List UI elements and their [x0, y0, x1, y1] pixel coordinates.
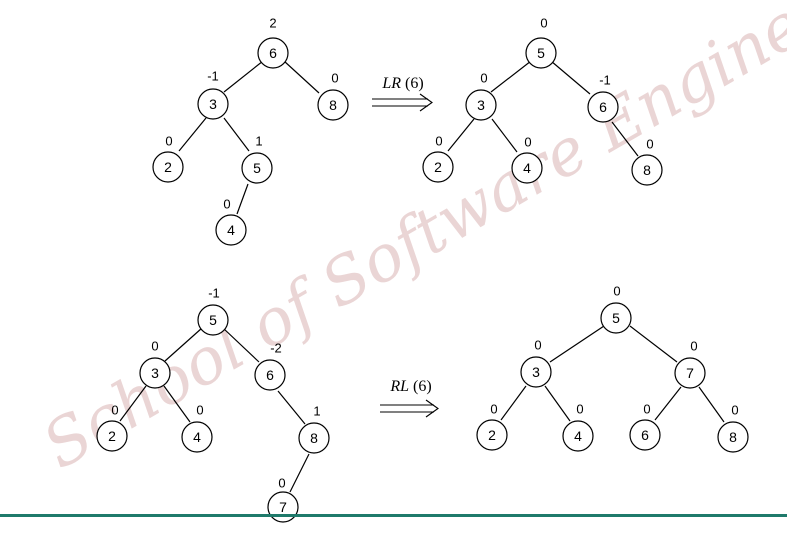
tree-node: 7 0	[674, 339, 706, 389]
tree-lr-after: 5 0 3 0 6 -1 2 0 4 0 8 0	[422, 16, 663, 186]
balance-factor: 0	[731, 403, 738, 418]
tree-node: 3 0	[465, 71, 497, 121]
node-value: 5	[537, 45, 545, 61]
tree-node: 8 0	[631, 137, 663, 186]
tree-node: 2 0	[96, 403, 128, 452]
balance-factor: 0	[223, 197, 230, 212]
balance-factor: -1	[208, 286, 220, 301]
node-value: 8	[729, 429, 737, 445]
balance-factor: -1	[599, 73, 611, 88]
balance-factor: 0	[435, 134, 442, 149]
balance-factor: 0	[534, 338, 541, 353]
balance-factor: 0	[111, 403, 118, 418]
lr-rotation-arrow: LR (6)	[372, 75, 433, 112]
tree-node: 6 2	[257, 16, 289, 69]
node-value: 2	[164, 159, 172, 175]
node-value: 5	[209, 312, 217, 328]
balance-factor: 0	[613, 284, 620, 299]
operation-label: LR (6)	[381, 75, 423, 92]
node-value: 3	[209, 96, 217, 112]
node-value: 6	[266, 367, 274, 383]
balance-factor: 1	[313, 404, 320, 419]
node-value: 3	[532, 364, 540, 380]
tree-node: 3 0	[139, 339, 171, 389]
tree-node: 4 0	[562, 402, 594, 452]
rl-rotation-arrow: RL (6)	[380, 378, 439, 418]
tree-node: 4 0	[181, 403, 213, 453]
node-value: 2	[488, 427, 496, 443]
tree-node: 8 0	[317, 71, 349, 121]
tree-node: 8 1	[298, 404, 330, 454]
tree-node: 6 -2	[254, 341, 286, 391]
balance-factor: 0	[576, 402, 583, 417]
tree-node: 4 0	[511, 135, 543, 184]
tree-lr-before: 6 2 3 -1 8 0 2 0 5 1 4 0	[152, 16, 349, 246]
node-value: 2	[434, 159, 442, 175]
tree-rl-before: 5 -1 3 0 6 -2 2 0 4 0 8 1	[96, 286, 330, 523]
node-value: 2	[108, 428, 116, 444]
node-value: 4	[193, 429, 201, 445]
balance-factor: 1	[255, 134, 262, 149]
balance-factor: 0	[196, 403, 203, 418]
tree-node: 6 -1	[587, 73, 619, 123]
balance-factor: 0	[278, 476, 285, 491]
balance-factor: -1	[207, 69, 219, 84]
footer-divider	[0, 514, 787, 517]
operation-label: RL (6)	[389, 378, 431, 395]
node-value: 8	[329, 97, 337, 113]
node-value: 4	[523, 160, 531, 176]
balance-factor: 0	[151, 339, 158, 354]
node-value: 3	[477, 97, 485, 113]
node-value: 7	[279, 499, 287, 515]
balance-factor: 0	[540, 16, 547, 31]
tree-node: 4 0	[215, 197, 247, 246]
balance-factor: 0	[490, 402, 497, 417]
tree-node: 5 -1	[197, 286, 229, 336]
tree-node: 2 0	[476, 402, 508, 451]
node-value: 4	[574, 428, 582, 444]
node-value: 4	[227, 222, 235, 238]
balance-factor: 0	[480, 71, 487, 86]
balance-factor: 0	[165, 134, 172, 149]
tree-node: 6 0	[629, 402, 661, 451]
node-value: 7	[686, 365, 694, 381]
tree-node: 3 -1	[197, 69, 229, 120]
node-value: 8	[310, 430, 318, 446]
balance-factor: 0	[331, 71, 338, 86]
node-value: 3	[151, 365, 159, 381]
balance-factor: 0	[524, 135, 531, 150]
tree-node: 5 1	[241, 134, 273, 184]
tree-rl-after: 5 0 3 0 7 0 2 0 4 0 6 0 8	[476, 284, 749, 453]
balance-factor: 2	[269, 16, 276, 31]
balance-factor: 0	[646, 137, 653, 152]
tree-node: 2 0	[422, 134, 454, 183]
node-value: 6	[599, 99, 607, 115]
balance-factor: 0	[643, 402, 650, 417]
tree-node: 5 0	[600, 284, 632, 334]
node-value: 6	[269, 45, 277, 61]
node-value: 5	[612, 310, 620, 326]
tree-node: 5 0	[525, 16, 557, 69]
tree-node: 3 0	[520, 338, 552, 388]
node-value: 8	[643, 162, 651, 178]
node-value: 6	[641, 427, 649, 443]
tree-node: 2 0	[152, 134, 184, 183]
watermark-text: School of Software Engineering	[31, 0, 787, 484]
node-value: 5	[253, 160, 261, 176]
balance-factor: 0	[690, 339, 697, 354]
tree-node: 8 0	[717, 403, 749, 453]
balance-factor: -2	[270, 341, 282, 356]
